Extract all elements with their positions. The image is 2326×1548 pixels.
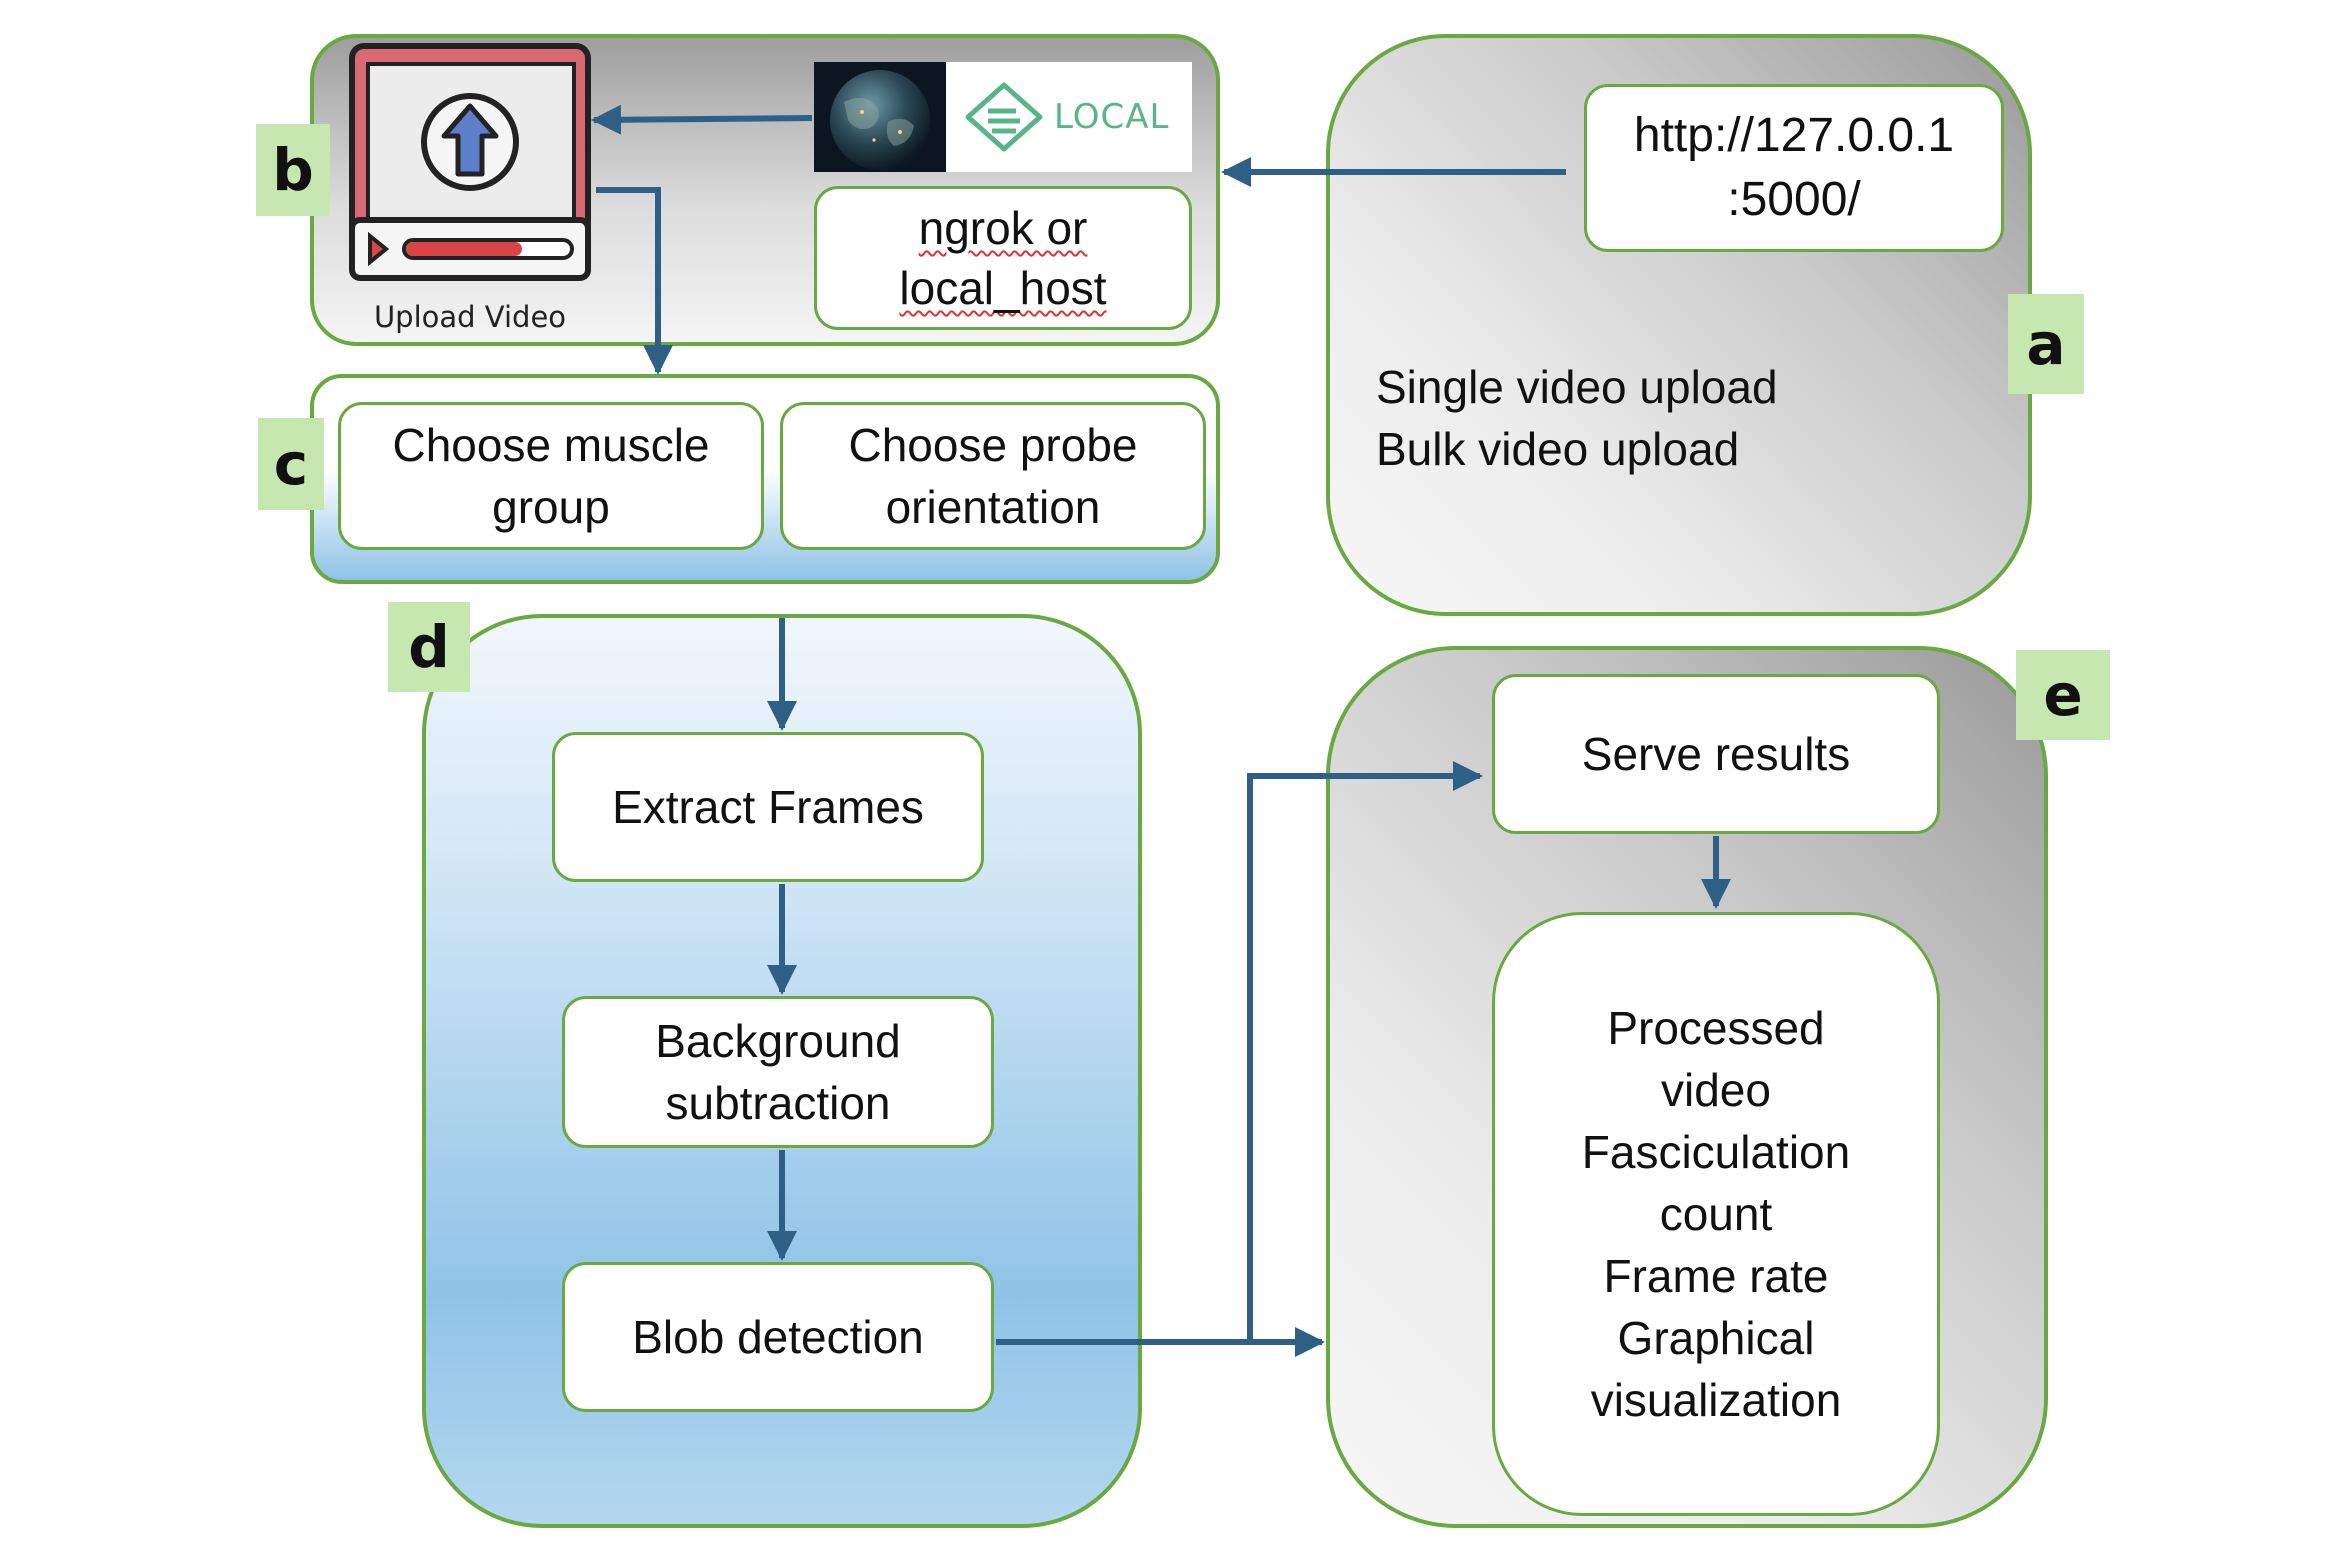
outputs-box: Processed video Fasciculation count Fram… <box>1492 912 1940 1516</box>
upload-video-icon <box>348 42 592 282</box>
tag-b: b <box>256 124 330 216</box>
blob-detection-box: Blob detection <box>562 1262 994 1412</box>
arrow-logo-to-upload <box>591 104 813 135</box>
choose-probe-orientation-box: Choose probe orientation <box>780 402 1206 550</box>
arrow-blob-to-serve <box>1247 761 1483 1342</box>
ngrok-line1: ngrok or <box>918 202 1088 254</box>
ngrok-line2: local_host <box>899 262 1107 314</box>
extract-frames-box: Extract Frames <box>552 732 984 882</box>
serve-results-box: Serve results <box>1492 674 1940 834</box>
upload-video-label: Upload Video <box>373 300 567 334</box>
upload-modes-text: Single video upload Bulk video upload <box>1376 361 1778 475</box>
tag-d: d <box>388 602 470 692</box>
tag-e: e <box>2016 650 2110 740</box>
local-logo: LOCAL <box>946 62 1192 172</box>
arrow-upload-to-panel-c <box>596 187 673 375</box>
tag-c: c <box>258 418 324 510</box>
tag-a: a <box>2008 294 2084 394</box>
choose-muscle-group-box: Choose muscle group <box>338 402 764 550</box>
local-logo-icon <box>965 82 1043 152</box>
local-logo-text: LOCAL <box>1054 97 1170 137</box>
ngrok-box: ngrok or local_host <box>814 186 1192 330</box>
url-box: http://127.0.0.1 :5000/ <box>1584 84 2004 252</box>
globe-icon <box>814 62 946 172</box>
background-subtraction-box: Background subtraction <box>562 996 994 1148</box>
